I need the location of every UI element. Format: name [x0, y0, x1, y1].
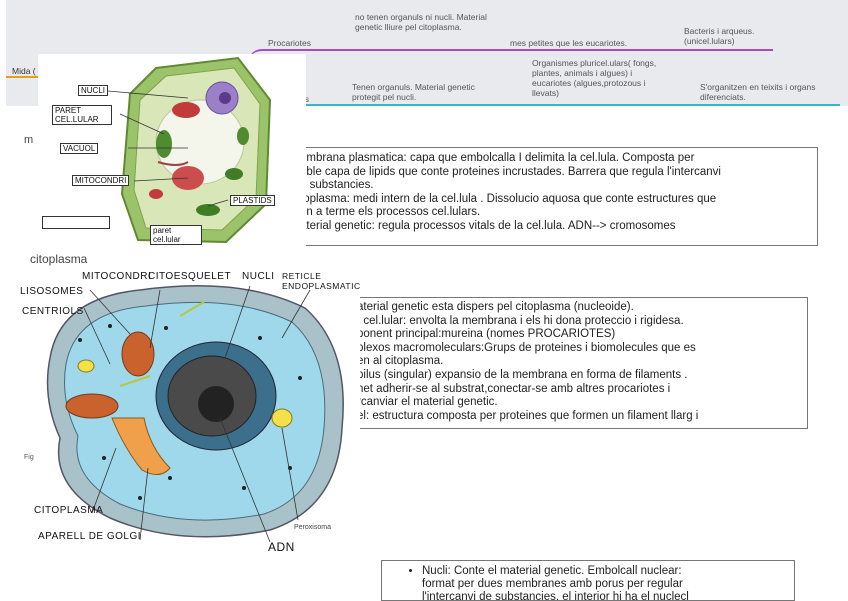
eucariotes-desc: Tenen organuls. Material genetic protegi…: [352, 82, 475, 102]
plant-cell-image[interactable]: NUCLI PARET CEL.LULAR VACUOL MITOCONDRI …: [38, 54, 306, 250]
note2-line: aterial genetic esta dispers pel citopla…: [357, 301, 634, 313]
note2-line: rcanviar el material genetic.: [357, 396, 498, 409]
note2-line: t cel.lular: envolta la membrana i els h…: [357, 314, 684, 327]
note3-item: Nucli: Conte el material genetic. Embolc…: [422, 565, 794, 601]
connector-line-purple: [268, 49, 773, 51]
note1-line: aterial genetic: regula processos vitals…: [300, 219, 676, 232]
note2-line: en al citoplasma.: [357, 355, 444, 368]
note1-line: embrana plasmatica: capa que embolcalla …: [300, 152, 695, 164]
label-mitocondri-animal: MITOCONDRI: [82, 271, 152, 282]
note-box-nucli: Nucli: Conte el material genetic. Embolc…: [381, 560, 795, 601]
label-paret-cellular: PARET CEL.LULAR: [52, 105, 112, 125]
note2-line: plexos macromoleculars:Grups de proteine…: [357, 341, 696, 354]
note1-line: en a terme els processos cel.lulars.: [300, 206, 481, 219]
procariotes-label: Procariotes: [268, 38, 311, 48]
note3-line: l'intercanvi de substancies, el interior…: [422, 591, 689, 601]
label-plastids: PLASTIDS: [230, 195, 275, 206]
note-box-procariota-parts: aterial genetic esta dispers pel citopla…: [353, 297, 808, 429]
label-lisosomes: LISOSOMES: [20, 286, 84, 297]
note1-line: toplasma: medi intern de la cel.lula . D…: [300, 192, 717, 205]
label-reticle-endoplasmatic: RETICLE ENDOPLASMATIC: [282, 271, 361, 291]
citoplasma-caption: citoplasma: [30, 252, 88, 266]
note2-line: ponent principal:mureina (nomes PROCARIO…: [357, 328, 616, 341]
procariotes-size: mes petites que les eucariotes.: [510, 38, 628, 48]
fig-label: Fig: [24, 454, 34, 461]
connector-line-orange: [6, 76, 42, 78]
note2-line: pilus (singular) expansio de la membrana…: [357, 368, 688, 381]
note3-line: format per dues membranes amb porus per …: [422, 578, 683, 590]
label-empty: [42, 216, 110, 229]
label-centriols: CENTRIOLS: [22, 306, 84, 317]
label-peroxisoma: Peroxisoma: [294, 524, 331, 531]
animal-cell-illustration: [46, 285, 344, 543]
procariotes-desc: no tenen organuls ni nucli. Material gen…: [355, 12, 487, 32]
label-mitocondri: MITOCONDRI: [72, 175, 130, 186]
label-vacuol: VACUOL: [60, 143, 99, 154]
animal-cell-image[interactable]: MITOCONDRI CITOESQUELET NUCLI RETICLE EN…: [20, 268, 360, 558]
label-nucli: NUCLI: [78, 85, 109, 96]
label-citoesquelet: CITOESQUELET: [148, 271, 232, 282]
note1-line: oble capa de lipids que conte proteines …: [300, 165, 721, 178]
label-aparell-golgi: APARELL DE GOLGI: [38, 531, 142, 542]
connector-line-teal: [300, 104, 840, 106]
label-citoplasma-animal: CITOPLASMA: [34, 505, 104, 516]
procariotes-examples: Bacteris i arqueus. (unicel.lulars): [684, 26, 755, 46]
connector-curve: [248, 49, 270, 65]
eucariotes-tissues: S'organitzen en teixits i organs diferen…: [700, 82, 816, 102]
note3-line: Nucli: Conte el material genetic. Embolc…: [422, 565, 682, 577]
eucariotes-organisms: Organismes pluricel.ulars( fongs, plante…: [532, 58, 657, 98]
label-adn: ADN: [268, 540, 295, 554]
note-box-eucariota-parts: embrana plasmatica: capa que embolcalla …: [296, 147, 818, 246]
mida-label: Mida (: [12, 66, 36, 76]
note2-line: net adherir-se al substrat,conectar-se a…: [357, 382, 671, 395]
label-paret-cellular-2: paret cel.lular: [150, 225, 202, 245]
left-fragment: m: [24, 134, 34, 146]
note2-line: el: estructura composta per proteines qu…: [357, 409, 699, 422]
note1-line: e substancies.: [300, 179, 374, 192]
label-nucli-animal: NUCLI: [242, 271, 275, 282]
